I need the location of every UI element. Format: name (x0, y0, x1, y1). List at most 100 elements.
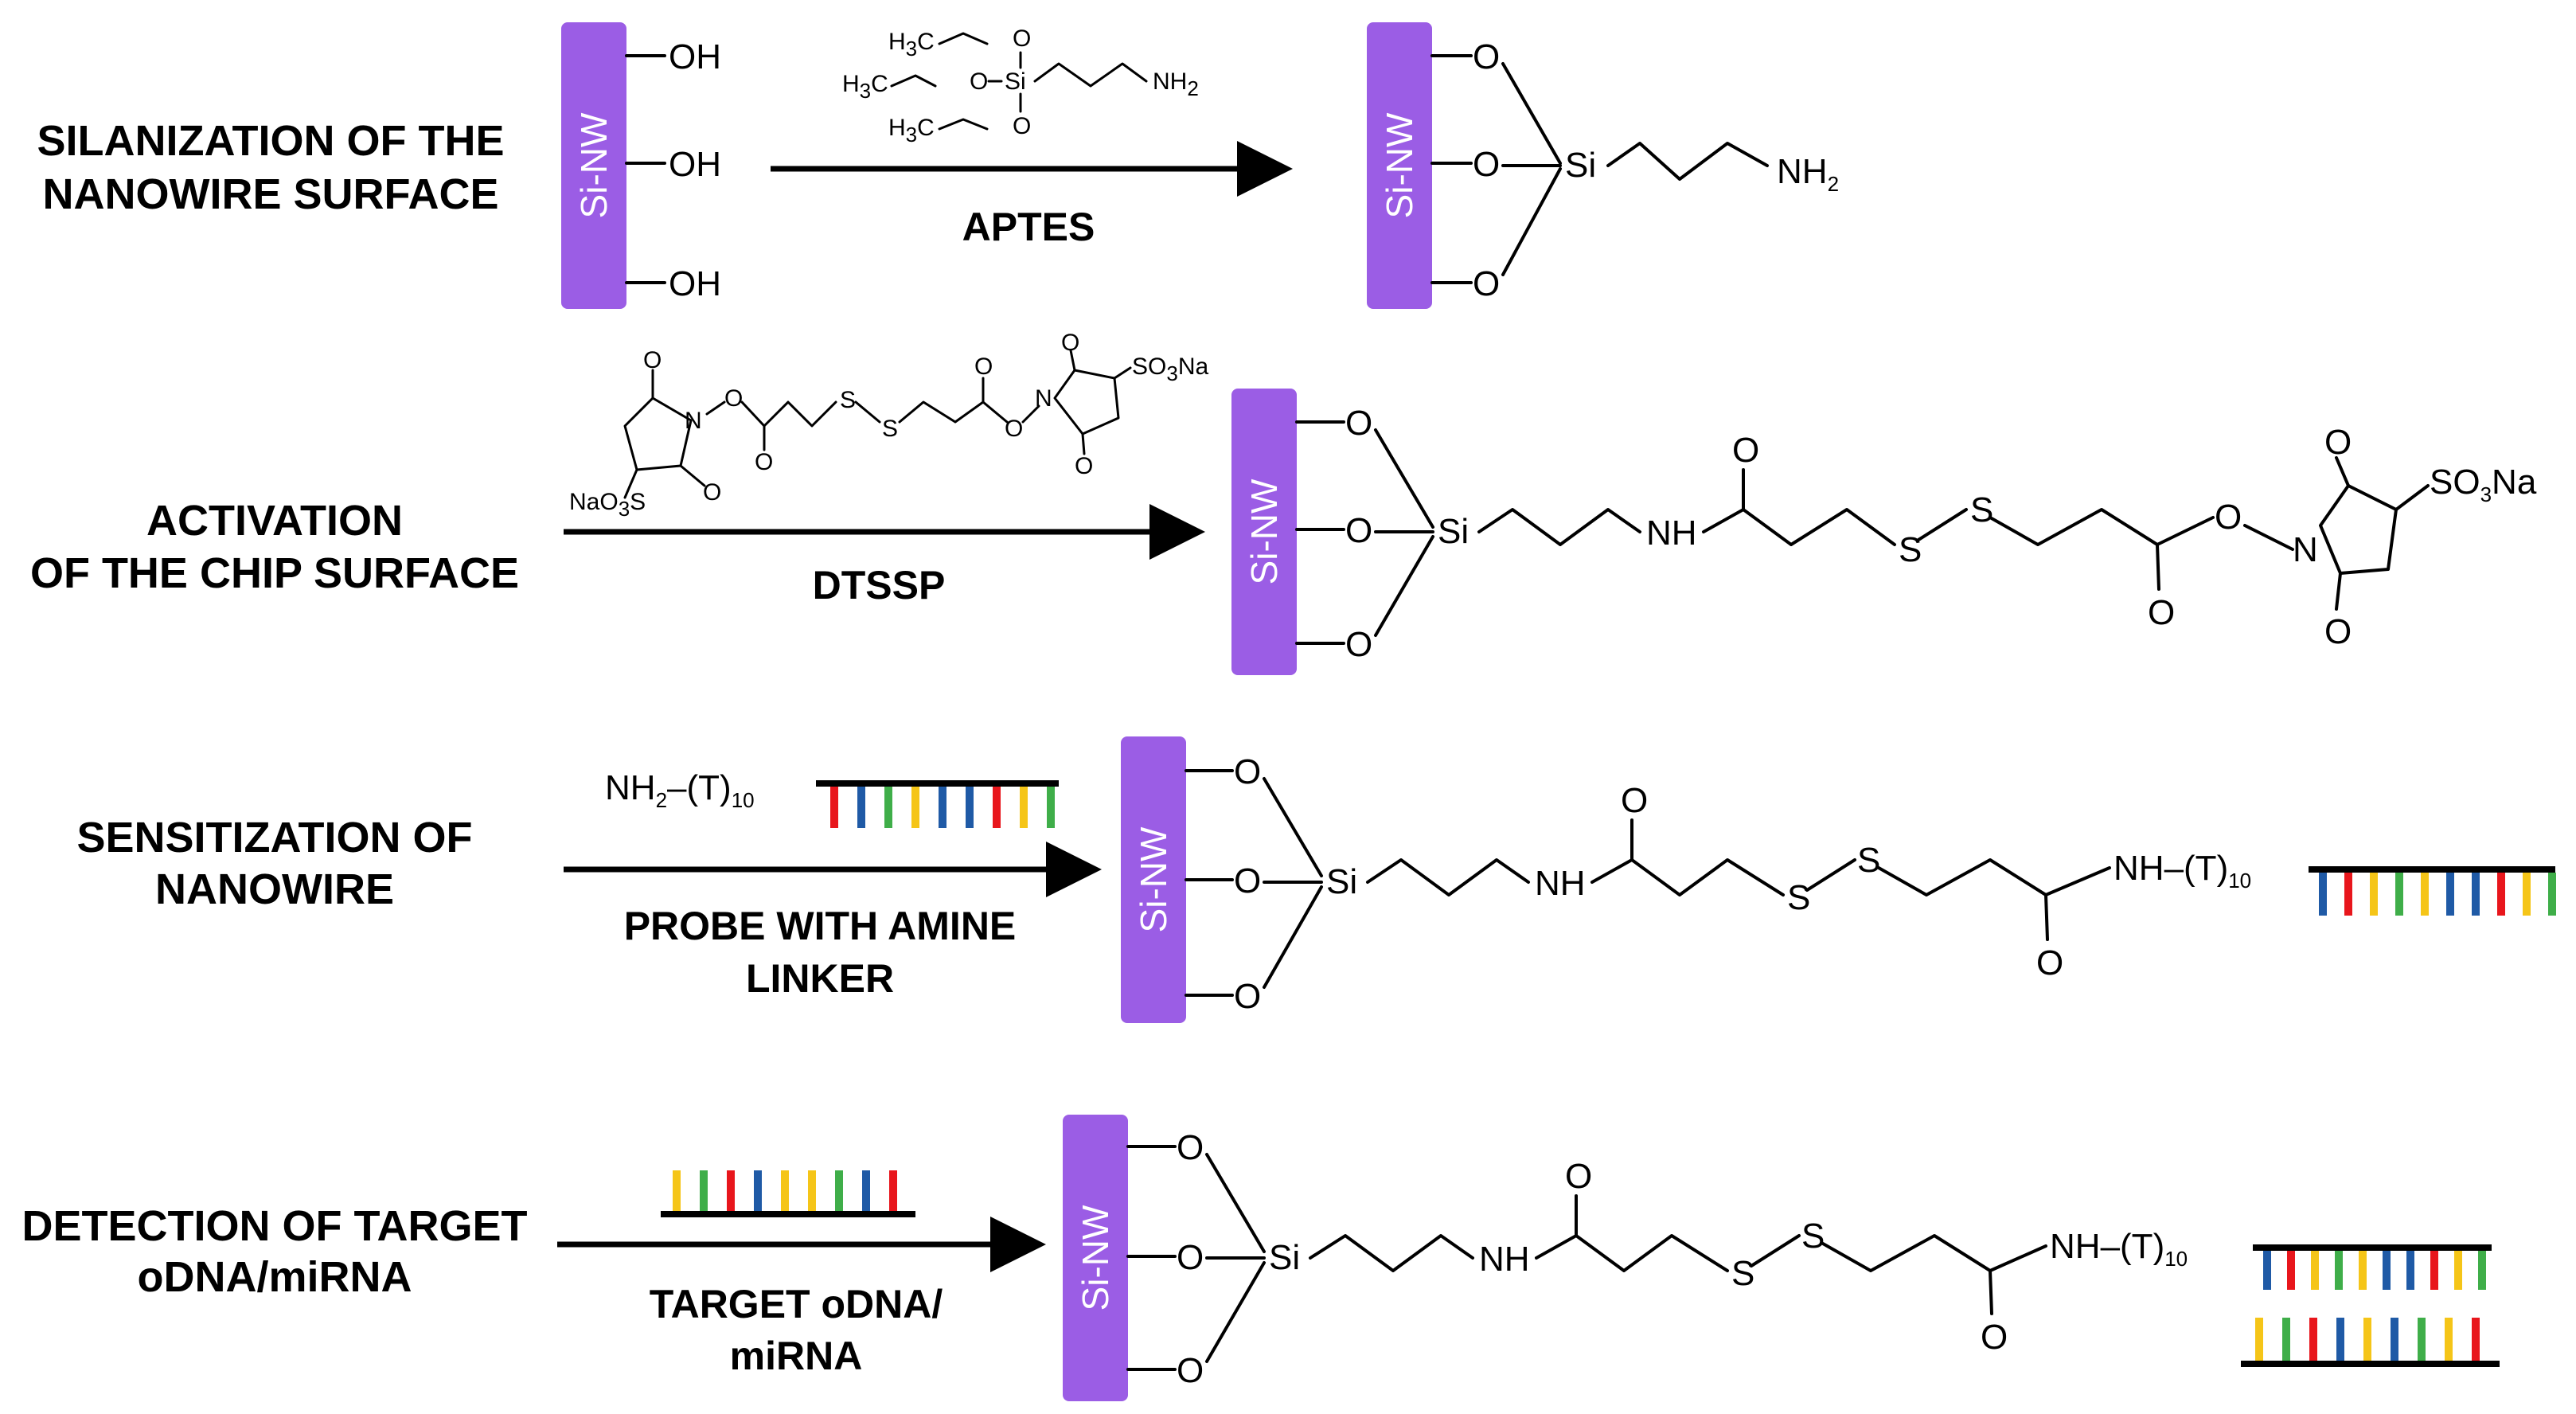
hydroxyl-group: OH (669, 264, 721, 303)
svg-text:NH: NH (1535, 864, 1586, 903)
nanowire-label: Si-NW (1075, 1205, 1116, 1310)
silanized-nanowire: Si-NW O O O Si NH2 (1367, 22, 1839, 309)
svg-text:SO3Na: SO3Na (2430, 463, 2537, 506)
svg-text:S: S (1857, 841, 1880, 880)
svg-text:O: O (1345, 404, 1372, 443)
svg-text:O: O (1345, 625, 1372, 664)
svg-text:O: O (1177, 1351, 1204, 1390)
svg-text:O: O (1005, 416, 1023, 442)
reagent-target-label-line-2: miRNA (730, 1334, 863, 1378)
step-2-label-line-2: OF THE CHIP SURFACE (30, 549, 519, 597)
dtssp-structure: O O N NaO3S O O S S O O N O O SO3Na (569, 330, 1208, 521)
svg-text:O: O (1234, 861, 1261, 900)
hydroxyl-group: OH (669, 145, 721, 184)
svg-text:O: O (1981, 1318, 2008, 1357)
step-1-label-line-1: SILANIZATION OF THE (37, 117, 505, 165)
svg-text:SO3Na: SO3Na (1132, 354, 1208, 385)
step-3-label-line-1: SENSITIZATION OF (77, 814, 473, 861)
svg-text:NH2: NH2 (1153, 68, 1199, 100)
nanowire-label: Si-NW (1243, 478, 1285, 584)
svg-text:H3C: H3C (888, 115, 935, 146)
step-activation: ACTIVATION OF THE CHIP SURFACE O O N NaO… (30, 330, 2537, 675)
svg-text:S: S (1970, 490, 1993, 529)
svg-text:O: O (970, 68, 988, 95)
svg-text:Si: Si (1005, 68, 1026, 95)
svg-text:H3C: H3C (888, 29, 935, 61)
target-oligo (661, 1170, 915, 1217)
nanowire-bar (1231, 389, 1297, 675)
nanowire-bar (1063, 1115, 1128, 1401)
svg-text:O: O (1234, 752, 1261, 791)
svg-text:O: O (1621, 781, 1648, 820)
svg-text:O: O (1345, 511, 1372, 550)
step-sensitization: SENSITIZATION OF NANOWIRE NH2–(T)10 PROB… (77, 736, 2556, 1023)
nanowire-bar (1367, 22, 1432, 309)
svg-text:S: S (1801, 1217, 1825, 1256)
target-bases (673, 1170, 897, 1211)
svg-text:O: O (974, 354, 993, 380)
step-3-label-line-2: NANOWIRE (155, 865, 394, 913)
svg-text:N: N (685, 408, 702, 434)
nanowire-bar (1121, 736, 1186, 1023)
svg-text:O: O (2324, 423, 2352, 462)
svg-text:NaO3S: NaO3S (569, 489, 646, 521)
svg-text:H3C: H3C (842, 71, 888, 103)
svg-text:O: O (1177, 1238, 1204, 1277)
svg-text:O: O (2148, 593, 2175, 632)
probe-bases (2319, 873, 2556, 916)
target-bases (2255, 1318, 2480, 1361)
svg-text:O: O (1061, 330, 1079, 356)
svg-text:Si: Si (1326, 862, 1357, 901)
hybridized-nanowire: Si-NW O O O Si NH O S S O NH–(T)10 (1063, 1115, 2500, 1401)
svg-text:O: O (724, 385, 743, 412)
bare-nanowire: Si-NW OH OH OH (561, 22, 721, 309)
svg-text:O: O (2324, 612, 2352, 651)
svg-text:N: N (2293, 530, 2318, 569)
svg-text:O: O (1177, 1128, 1204, 1167)
svg-text:NH: NH (1479, 1240, 1530, 1279)
sensitized-nanowire: Si-NW O O O Si NH O S S O NH–(T)10 (1121, 736, 2556, 1023)
nanowire-label: Si-NW (1133, 826, 1174, 932)
activated-nanowire: Si-NW O O O Si NH O S S O O N (1231, 389, 2537, 675)
svg-text:O: O (1473, 37, 1500, 76)
amine-probe: NH2–(T)10 (605, 768, 1059, 828)
hydroxyl-group: OH (669, 37, 721, 76)
svg-text:Si: Si (1565, 146, 1596, 185)
svg-text:O: O (755, 449, 773, 475)
step-2-label-line-1: ACTIVATION (146, 497, 403, 545)
reagent-dtssp-label: DTSSP (813, 563, 946, 607)
nanowire-label: Si-NW (573, 112, 615, 218)
svg-text:O: O (1075, 453, 1093, 479)
svg-text:O: O (703, 479, 721, 506)
svg-text:S: S (882, 416, 898, 442)
svg-text:NH2: NH2 (1777, 152, 1839, 196)
svg-text:O: O (2036, 943, 2063, 982)
svg-text:O: O (643, 347, 662, 373)
svg-text:O: O (1013, 113, 1031, 139)
svg-text:Si: Si (1269, 1238, 1300, 1277)
svg-text:NH2–(T)10: NH2–(T)10 (605, 768, 755, 812)
step-4-label-line-2: oDNA/miRNA (138, 1253, 412, 1301)
nanowire-label: Si-NW (1379, 112, 1420, 218)
svg-text:S: S (1731, 1254, 1754, 1293)
svg-text:S: S (1787, 878, 1810, 917)
svg-text:NH: NH (1646, 514, 1697, 553)
step-detection: DETECTION OF TARGET oDNA/miRNA TARGET oD… (22, 1115, 2500, 1401)
svg-text:O: O (2215, 498, 2242, 537)
svg-text:O: O (1013, 25, 1031, 52)
svg-text:O: O (1473, 145, 1500, 184)
nanowire-bar (561, 22, 626, 309)
svg-text:O: O (1234, 977, 1261, 1016)
reagent-aptes-label: APTES (962, 205, 1095, 249)
svg-text:NH–(T)10: NH–(T)10 (2050, 1227, 2188, 1271)
reagent-probe-label-line-1: PROBE WITH AMINE (624, 904, 1017, 948)
svg-text:O: O (1732, 431, 1759, 470)
reagent-probe-label-line-2: LINKER (746, 956, 894, 1001)
svg-text:NH–(T)10: NH–(T)10 (2113, 849, 2251, 893)
svg-text:Si: Si (1438, 512, 1469, 551)
svg-text:O: O (1565, 1157, 1592, 1196)
aptes-structure: H3C H3C H3C O O O Si NH2 (842, 25, 1199, 146)
step-1-label-line-2: NANOWIRE SURFACE (42, 170, 498, 218)
step-4-label-line-1: DETECTION OF TARGET (22, 1202, 528, 1250)
